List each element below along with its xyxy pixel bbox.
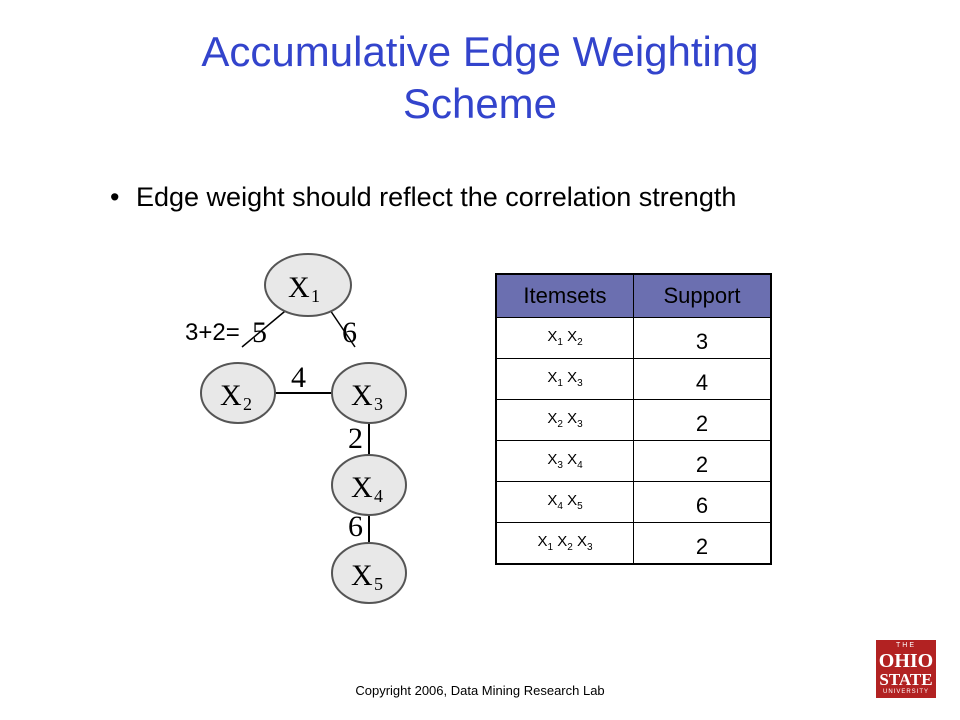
graph-node-x3: X 3 (331, 362, 407, 424)
support-cell: 6 (633, 481, 772, 523)
correlation-graph: X 1 X 2 X 3 X 4 X 5 3+2= 5 6 4 2 6 (185, 253, 407, 604)
node-sub: 5 (374, 574, 383, 594)
logo-line-3: STATE (879, 670, 933, 689)
table-header-row: Itemsets Support (495, 273, 772, 318)
support-cell: 3 (633, 317, 772, 359)
itemset-cell: X1 X2 X3 (495, 522, 634, 565)
logo-line-2: OHIO (878, 650, 934, 672)
bullet-dot-icon: • (110, 182, 120, 212)
table-row: X1 X2 X3 2 (495, 522, 772, 565)
graph-node-x5: X 5 (331, 542, 407, 604)
edge-weight-x1-x2: 5 (252, 316, 267, 349)
table-row: X2 X3 2 (495, 399, 772, 441)
node-letter: X (351, 559, 373, 592)
support-cell: 4 (633, 358, 772, 400)
edge-weight-x2-x3: 4 (291, 361, 306, 394)
graph-node-x2: X 2 (200, 362, 276, 424)
edge-weight-x1-x3: 6 (342, 316, 357, 349)
graph-node-x4: X 4 (331, 454, 407, 516)
table-row: X1 X2 3 (495, 317, 772, 359)
graph-node-x1: X 1 (264, 253, 352, 317)
edge-x1-x3 (327, 306, 356, 348)
table-row: X4 X5 6 (495, 481, 772, 523)
table-row: X3 X4 2 (495, 440, 772, 482)
node-sub: 1 (311, 286, 320, 306)
node-letter: X (351, 379, 373, 412)
itemsets-table: Itemsets Support X1 X2 3 X1 X3 4 X2 X3 2 (495, 273, 772, 565)
itemset-cell: X3 X4 (495, 440, 634, 482)
university-logo: THE OHIO STATE UNIVERSITY (876, 640, 936, 698)
itemset-cell: X1 X2 (495, 317, 634, 359)
slide-title: Accumulative Edge Weighting Scheme (0, 26, 960, 130)
support-cell: 2 (633, 440, 772, 482)
logo-line-4: UNIVERSITY (882, 689, 929, 695)
itemset-cell: X1 X3 (495, 358, 634, 400)
edge-weight-x4-x5: 6 (348, 510, 363, 543)
node-letter: X (288, 271, 310, 304)
title-line-1: Accumulative Edge Weighting (201, 28, 759, 75)
header-support: Support (633, 273, 772, 318)
logo-line-1: THE (896, 642, 916, 649)
node-letter: X (351, 471, 373, 504)
copyright-footer: Copyright 2006, Data Mining Research Lab (355, 683, 605, 698)
node-sub: 3 (374, 394, 383, 414)
node-sub: 4 (374, 486, 383, 506)
itemset-cell: X4 X5 (495, 481, 634, 523)
node-letter: X (220, 379, 242, 412)
edge-weight-prefix: 3+2= (185, 319, 240, 346)
bullet-item: • Edge weight should reflect the correlat… (110, 180, 736, 214)
header-itemsets: Itemsets (495, 273, 634, 318)
edge-x1-x2 (241, 306, 291, 348)
itemset-cell: X2 X3 (495, 399, 634, 441)
table-row: X1 X3 4 (495, 358, 772, 400)
edge-weight-x3-x4: 2 (348, 422, 363, 455)
bullet-text: Edge weight should reflect the correlati… (136, 182, 737, 212)
title-line-2: Scheme (402, 80, 558, 127)
node-sub: 2 (243, 394, 252, 414)
support-cell: 2 (633, 399, 772, 441)
support-cell: 2 (633, 522, 772, 565)
